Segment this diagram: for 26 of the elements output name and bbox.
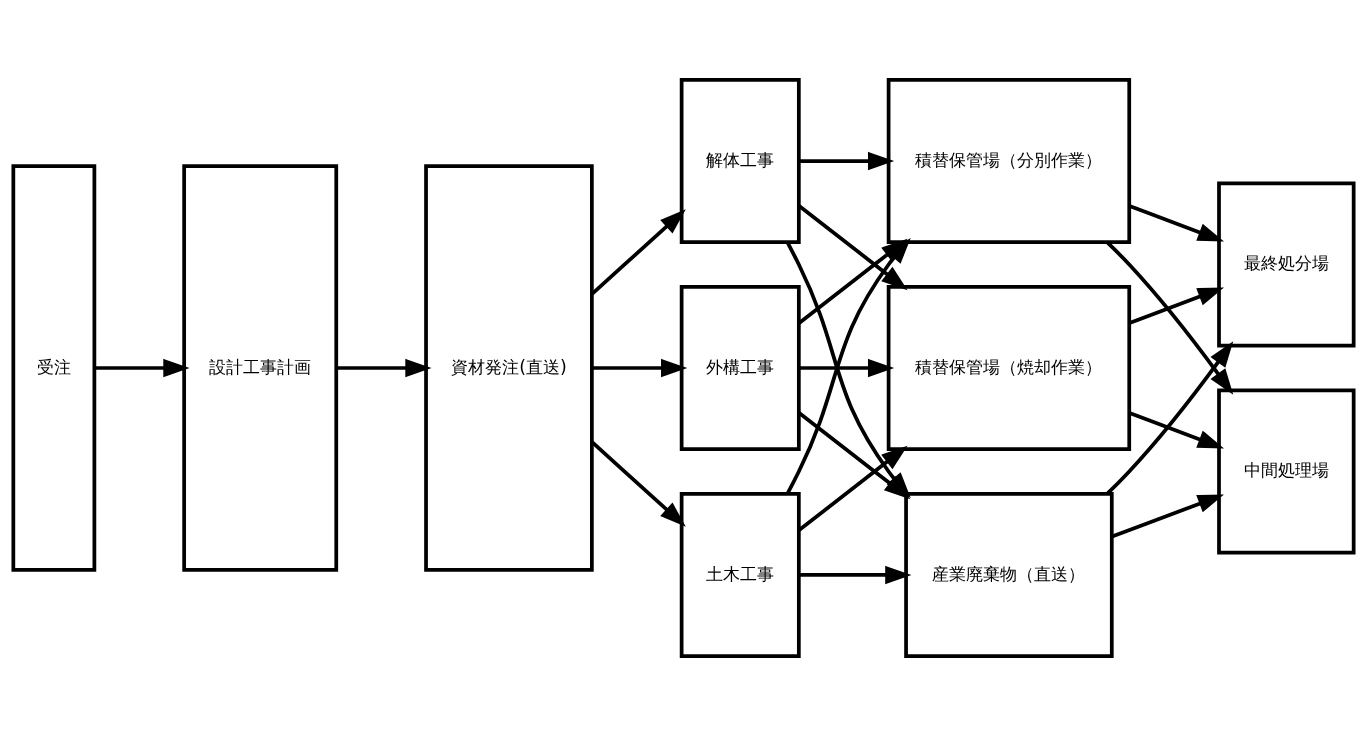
arrow (798, 151, 895, 171)
arrow (590, 209, 686, 296)
arrow (798, 358, 895, 378)
node-box: 積替保管場（分別作業） (886, 78, 1132, 244)
arrow (590, 440, 686, 527)
arrow (592, 358, 688, 378)
arrow (1128, 204, 1225, 242)
node-box: 解体工事 (679, 78, 801, 244)
node-box: 受注 (11, 164, 97, 572)
node-box: 最終処分場 (1217, 181, 1356, 348)
arrow (1111, 494, 1224, 539)
node-box: 資材発注(直送) (424, 164, 594, 572)
arrow (336, 358, 432, 378)
node-box: 設計工事計画 (182, 164, 339, 572)
arrow (1106, 241, 1234, 395)
arrow (1106, 341, 1234, 495)
node-box: 土木工事 (679, 492, 801, 658)
arrow (1128, 411, 1225, 449)
node-box: 積替保管場（焼却作業） (886, 285, 1132, 451)
arrow (797, 445, 908, 532)
node-box: 中間処理場 (1217, 388, 1356, 555)
node-box: 産業廃棄物（直送） (904, 492, 1114, 658)
node-box: 外構工事 (679, 285, 801, 451)
arrow (94, 358, 190, 378)
arrow (798, 565, 912, 585)
arrow (1128, 287, 1225, 325)
